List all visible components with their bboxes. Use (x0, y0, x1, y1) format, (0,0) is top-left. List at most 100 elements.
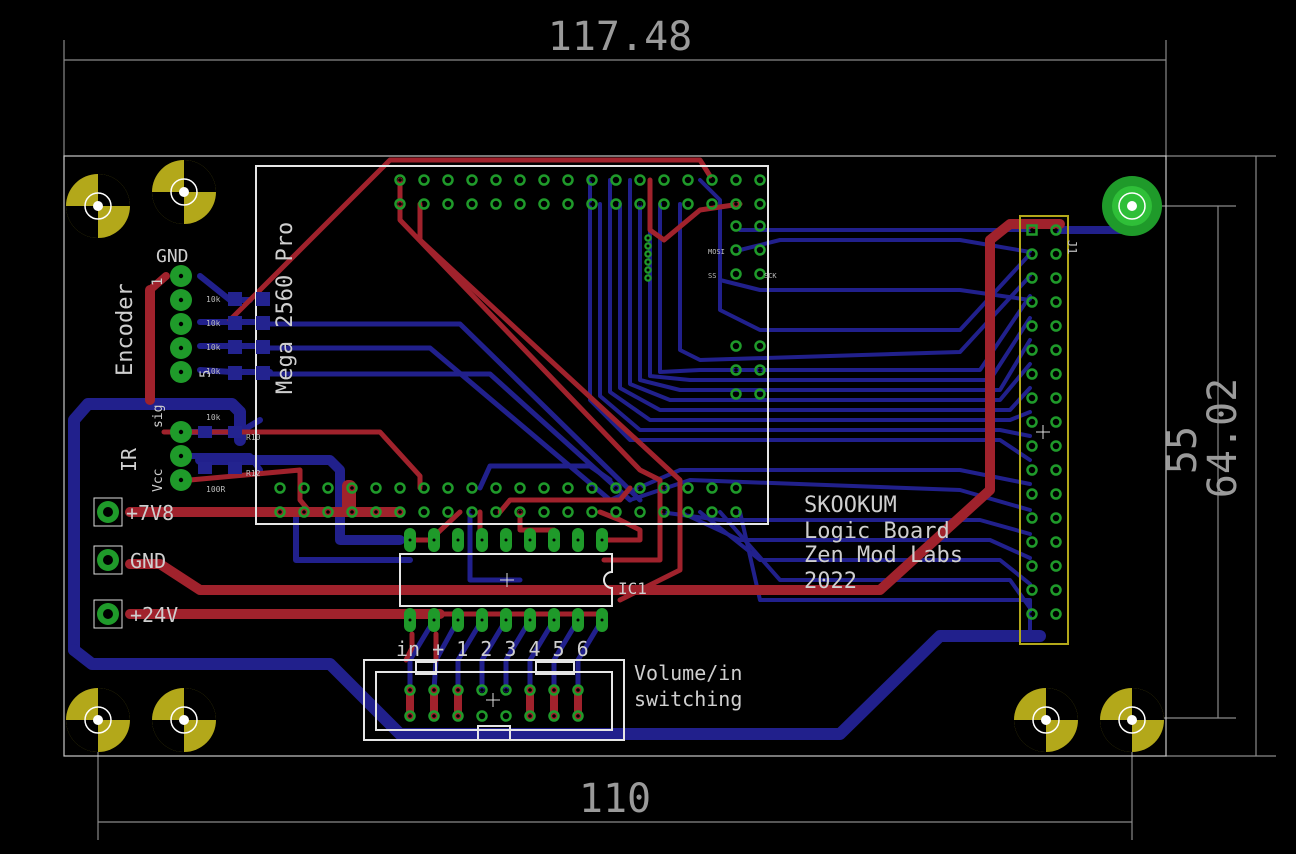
mega-pin (730, 220, 742, 232)
mega-pin (658, 482, 670, 494)
mega-header-bottom-row-2 (274, 506, 742, 518)
encoder-pin (174, 269, 188, 283)
mega-module-label: Mega 2560 Pro (273, 222, 298, 394)
dimension-top: 117.48 (63, 14, 1167, 160)
j1-pin (1050, 560, 1062, 572)
ic1-pin-hole (429, 615, 439, 625)
connector-pin (548, 710, 560, 722)
mega-pin (442, 198, 454, 210)
j1-pin (1026, 464, 1038, 476)
connector-pin (500, 684, 512, 696)
mega-pin (706, 506, 718, 518)
power-24v-label: +24V (130, 603, 178, 627)
mega-pin (298, 482, 310, 494)
mount-hole-top-left-1 (66, 174, 130, 238)
mega-pin (418, 198, 430, 210)
mega-pin (610, 506, 622, 518)
ic1-pins-bottom (404, 608, 608, 632)
mega-pin (514, 482, 526, 494)
j1-pin (1050, 392, 1062, 404)
mega-pin (730, 482, 742, 494)
ic1-pin-hole (525, 535, 535, 545)
power-7v8-label: +7V8 (126, 501, 174, 525)
mega-pin (634, 198, 646, 210)
mega-pin (370, 506, 382, 518)
mega-pin (586, 506, 598, 518)
connector-pin (404, 710, 416, 722)
encoder-pin (174, 317, 188, 331)
j1-pin (1026, 512, 1038, 524)
mega-pin (370, 482, 382, 494)
connector-pin (452, 710, 464, 722)
mega-pin (754, 244, 766, 256)
mega-pin (644, 234, 652, 242)
mount-hole-bottom-right-1 (1014, 688, 1078, 752)
mega-pin (634, 506, 646, 518)
mega-pin (562, 506, 574, 518)
j1-pin (1050, 488, 1062, 500)
mega-pin (754, 220, 766, 232)
mega-pin (644, 258, 652, 266)
mega-pin (274, 506, 286, 518)
mega-pin (538, 174, 550, 186)
mega-pin (394, 482, 406, 494)
mega-pin (634, 482, 646, 494)
encoder-pin (174, 365, 188, 379)
ic1-pin-hole (597, 615, 607, 625)
connector-label-line1: Volume/in (634, 661, 742, 685)
mega-header-bottom-row-1 (274, 482, 742, 494)
resistor-value-1: 10k (206, 295, 221, 304)
connector-pin (572, 710, 584, 722)
dimension-top-value: 117.48 (548, 14, 693, 60)
sck-label: SCK (764, 272, 777, 280)
connector-pin (572, 684, 584, 696)
mega-pin (298, 506, 310, 518)
connector-pin (500, 710, 512, 722)
mount-holes (66, 160, 1164, 752)
ic1-pin-hole (525, 615, 535, 625)
mega-header-right-cluster (730, 220, 766, 400)
j1-pin (1026, 344, 1038, 356)
ic1-pin-hole (477, 535, 487, 545)
j1-pin (1026, 296, 1038, 308)
mega-pin (730, 340, 742, 352)
mega-pin (706, 198, 718, 210)
connector-pin-labels: in + 1 2 3 4 5 6 (396, 637, 589, 661)
mega-pin (586, 174, 598, 186)
mega-pin (682, 482, 694, 494)
mega-pin (466, 198, 478, 210)
j1-pin (1026, 488, 1038, 500)
j1-pin (1050, 272, 1062, 284)
mega-pin (394, 174, 406, 186)
mega-pin (466, 506, 478, 518)
board-title-line3: Zen Mod Labs (804, 543, 963, 568)
power-gnd-label: GND (130, 549, 166, 573)
power-connector: +7V8 GND +24V (93, 497, 178, 629)
mega-header-top-row-1 (394, 174, 766, 186)
connector-pin (404, 684, 416, 696)
board-title-line4: 2022 (804, 569, 857, 594)
mega-pin (644, 242, 652, 250)
ic1-label: IC1 (618, 579, 647, 598)
j1-pin (1026, 608, 1038, 620)
mega-pin (754, 268, 766, 280)
mega-pin (394, 506, 406, 518)
ic1-pin-hole (405, 535, 415, 545)
power-pad-7v8 (93, 497, 123, 527)
mega-pin (682, 506, 694, 518)
encoder-label: Encoder (113, 283, 138, 376)
bottom-copper-layer (68, 178, 1134, 740)
mega-pin (754, 340, 766, 352)
mega-pin (346, 506, 358, 518)
j1-pin (1050, 584, 1062, 596)
board-title-block: SKOOKUM Logic Board Zen Mod Labs 2022 (804, 493, 963, 594)
mega-pin (754, 388, 766, 400)
mega-pin (730, 244, 742, 256)
j1-pin (1050, 296, 1062, 308)
connector-pin (476, 684, 488, 696)
mega-pin (418, 174, 430, 186)
j1-header: J1 (1019, 215, 1079, 645)
mega-pin (730, 364, 742, 376)
mega-header-top-row-2 (394, 198, 766, 210)
mega-pin (754, 198, 766, 210)
